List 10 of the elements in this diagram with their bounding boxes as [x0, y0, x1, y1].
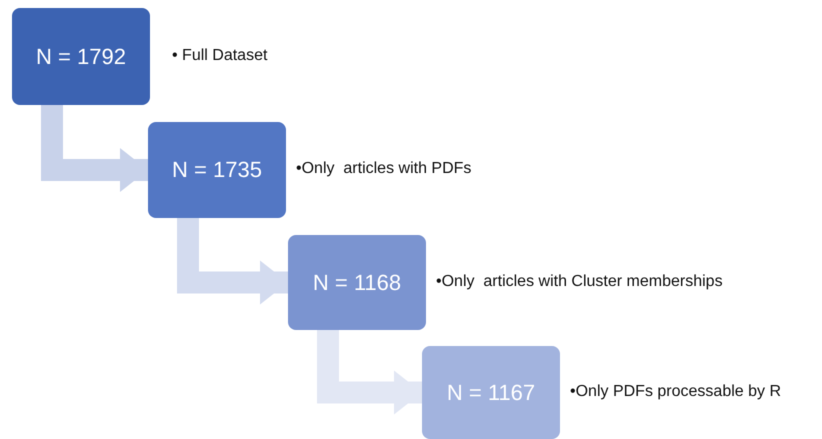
count-box: N = 1735 — [148, 122, 286, 218]
criterion-text: •Only articles with Cluster memberships — [436, 272, 723, 290]
count-box: N = 1168 — [288, 235, 426, 330]
criterion-text: • Full Dataset — [172, 46, 268, 64]
bent-arrow — [177, 218, 288, 304]
criterion-text: •Only articles with PDFs — [296, 160, 472, 178]
criterion-text: •Only PDFs processable by R — [570, 382, 782, 400]
count-box: N = 1792 — [12, 8, 150, 105]
count-box: N = 1167 — [422, 346, 560, 439]
bent-arrow — [317, 330, 422, 414]
